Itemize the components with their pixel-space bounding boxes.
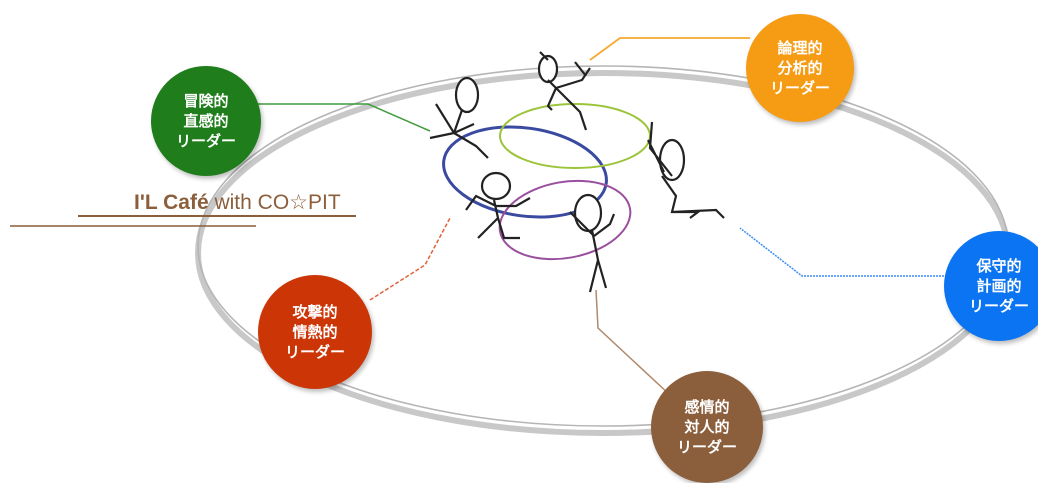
connector-aggressive	[369, 217, 451, 301]
brand-suffix: with CO☆PIT	[208, 191, 341, 214]
ring-purple	[498, 179, 632, 261]
ring-green	[499, 103, 651, 169]
connector-emotional	[595, 289, 671, 396]
leader-node-adventurous: 冒険的 直感的 リーダー	[151, 66, 261, 176]
leader-label-emotional: 感情的 対人的 リーダー	[676, 398, 737, 456]
leader-node-conservative: 保守的 計画的 リーダー	[944, 231, 1038, 341]
stick-figure-bottom	[569, 193, 616, 293]
ring-blue	[442, 125, 608, 219]
leader-label-conservative: 保守的 計画的 リーダー	[968, 257, 1029, 315]
stick-figure-center	[465, 171, 531, 240]
stick-figure-right	[647, 121, 725, 219]
connector-conservative	[739, 227, 944, 277]
brand-logo: I'L Café with CO☆PIT	[134, 190, 341, 215]
brand-name: I'L Café	[134, 191, 209, 214]
leader-node-emotional: 感情的 対人的 リーダー	[651, 371, 763, 483]
leader-label-adventurous: 冒険的 直感的 リーダー	[175, 92, 236, 150]
leader-node-aggressive: 攻撃的 情熱的 リーダー	[258, 275, 372, 389]
connector-adventure	[258, 103, 431, 132]
stick-figure-top	[537, 51, 591, 131]
stick-figure-left	[429, 76, 489, 159]
leader-node-logical: 論理的 分析的 リーダー	[746, 14, 854, 122]
connector-logic	[589, 37, 750, 61]
leader-label-logical: 論理的 分析的 リーダー	[769, 39, 830, 97]
leader-label-aggressive: 攻撃的 情熱的 リーダー	[284, 303, 345, 361]
